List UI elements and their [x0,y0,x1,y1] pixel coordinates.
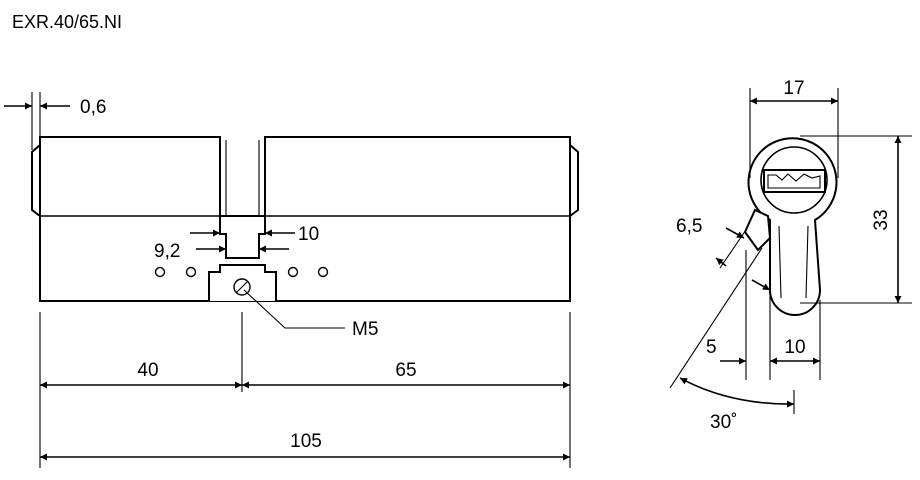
cam-angle-arc [679,377,795,408]
right-end-cap [569,142,579,218]
pin-hole [287,266,299,278]
keyway [763,169,826,193]
pin-hole [154,266,166,278]
right-length-label: 65 [395,360,416,381]
keyway-profile [767,173,821,189]
cylinder-profile-view [743,137,838,316]
cylinder-side-view [31,136,579,302]
profile-height-label: 33 [871,209,892,230]
screw-label: M5 [352,319,378,340]
cam-pointer-arrow [751,279,771,291]
left-length-label: 40 [137,360,158,381]
profile-bottom-label: 10 [784,337,805,358]
pin-hole [317,266,329,278]
screw-hole-mark [235,280,249,294]
cam [219,215,266,259]
pin-hole [185,266,197,278]
screw-leader [243,289,345,329]
collar-dimension-label: 0,6 [80,97,106,118]
cam-angle-line [669,247,763,389]
profile-width-label: 17 [783,78,804,99]
cam-inner-dimension-label: 9,2 [154,241,180,262]
cylinder-body [39,136,571,302]
profile-neck-line [778,225,782,299]
dimension-arrow [725,227,745,239]
left-end-cap [31,142,41,218]
cam-offset-label: 5 [706,337,717,358]
profile-cam [743,208,772,252]
dimension-arrow [715,257,727,267]
cam-angle-label: 30˚ [710,412,737,433]
profile-view-dimensions: 17 33 6,5 5 10 30˚ [669,78,912,433]
plug-circle [760,146,828,214]
total-length-label: 105 [290,431,322,452]
drawing-title: EXR.40/65.NI [12,12,122,32]
side-view-dimensions: 0,6 10 9,2 M5 40 65 105 [4,92,571,468]
cam-thickness-label: 6,5 [676,216,702,237]
cam-outer-dimension-label: 10 [298,224,319,245]
profile-neck-line [805,225,809,299]
cam-thickness-extension [719,229,747,269]
